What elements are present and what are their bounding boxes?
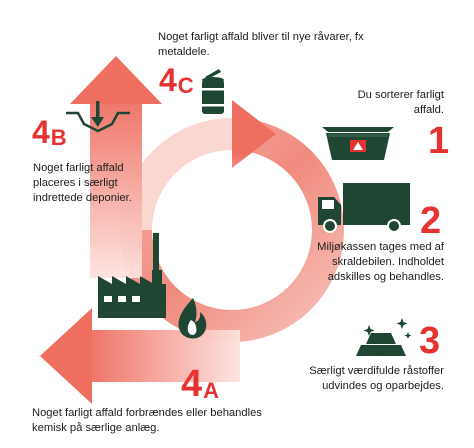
step3-number-digit: 3 [419, 320, 441, 362]
left-arrow [40, 308, 240, 404]
step4b-number-digit: 4 [32, 114, 50, 150]
step4b-text: Noget farligt affald placeres i særligt … [33, 162, 132, 204]
step4a-text: Noget farligt affald forbrændes eller be… [32, 407, 262, 434]
factory-icon [98, 233, 166, 318]
step1-number: 1 [428, 122, 449, 160]
garbage-truck-icon [318, 183, 410, 233]
step4b-letter: B [50, 125, 67, 150]
step2-text: Miljøkassen tages med af skraldebilen. I… [317, 241, 444, 283]
cycle-arrowhead [232, 100, 276, 168]
step4a-number-digit: 4 [181, 363, 203, 405]
environment-box-icon [322, 127, 394, 160]
cycle-ring [120, 100, 344, 342]
step4c-letter: C [177, 73, 194, 98]
step2-number-digit: 2 [420, 200, 442, 242]
step3-number: 3 [419, 322, 440, 360]
step4a-number: 4A [181, 365, 219, 410]
landfill-icon [66, 101, 130, 133]
step1-text: Du sorterer farligt affald. [357, 89, 444, 116]
step4c-number: 4C [159, 64, 194, 102]
metal-can-icon [201, 69, 225, 114]
step4c-text: Noget farligt affald bliver til nye råva… [158, 31, 364, 58]
metal-bars-icon [356, 318, 412, 356]
step4b-number: 4B [32, 116, 67, 154]
step1-number-digit: 1 [428, 120, 450, 162]
step2-number: 2 [420, 202, 441, 240]
step3-text: Særligt værdifulde råstoffer udvindes og… [309, 365, 444, 392]
step4c-number-digit: 4 [159, 62, 177, 98]
step4a-letter: A [203, 378, 220, 403]
flame-icon [178, 298, 207, 339]
